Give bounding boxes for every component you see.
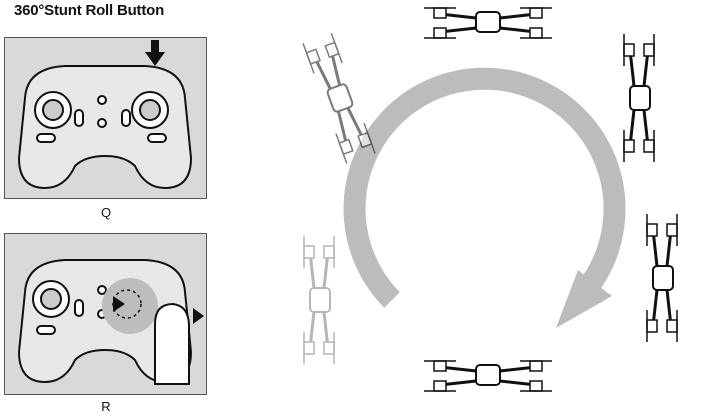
drone-icon — [623, 34, 655, 162]
drone-icon — [303, 236, 335, 364]
stunt-roll-title: 360°Stunt Roll Button — [13, 2, 165, 19]
controller-q — [17, 65, 193, 190]
drone-icon — [424, 7, 552, 39]
label-q: Q — [100, 205, 112, 220]
controller-panel-r — [4, 233, 207, 395]
drone-icon — [302, 32, 376, 164]
stunt-roll-arrow-icon — [145, 40, 165, 66]
controller-panel-q — [4, 37, 207, 199]
drone-icon — [424, 360, 552, 392]
rotation-arrow-icon — [343, 67, 626, 308]
label-r: R — [101, 399, 111, 414]
drone-icon — [646, 214, 678, 342]
finger-push-icon — [154, 302, 190, 385]
